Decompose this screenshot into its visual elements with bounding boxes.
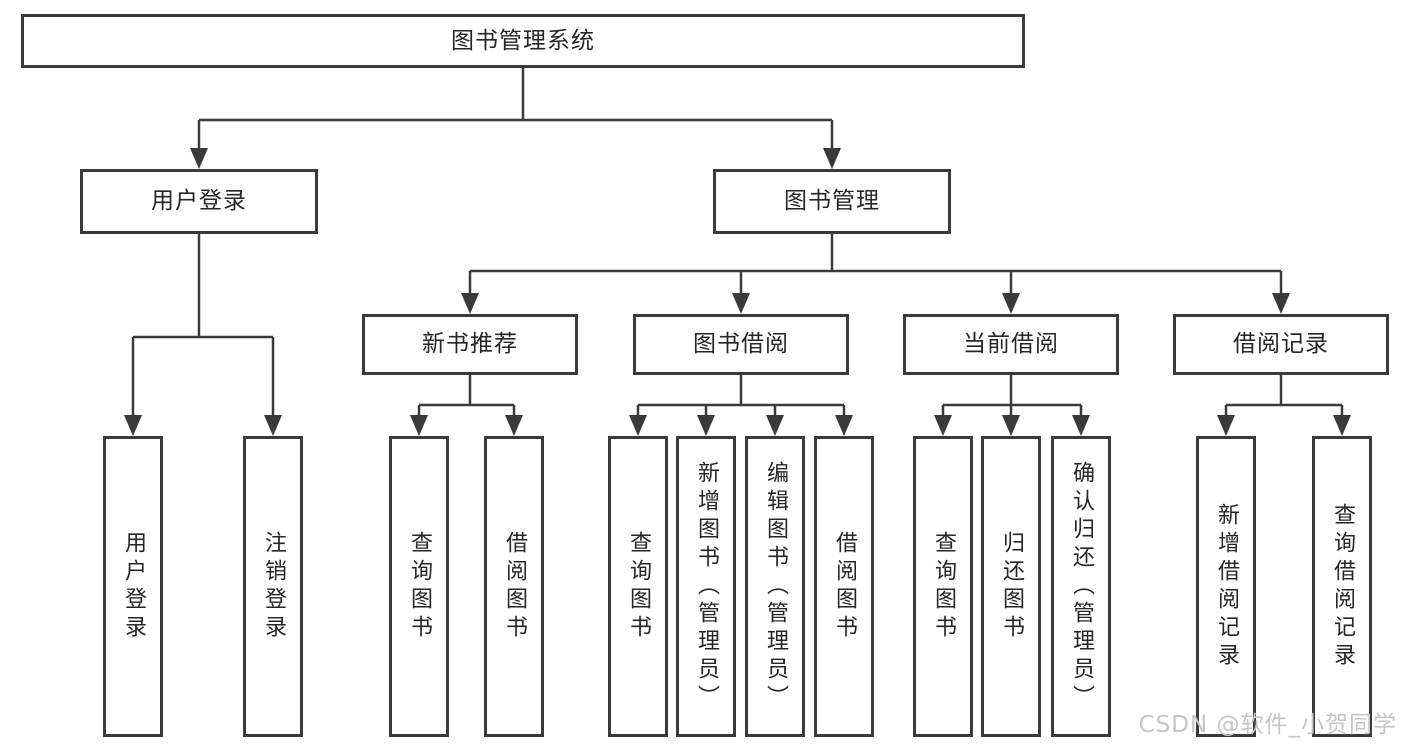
node-new-book-recommend: 新书推荐 (362, 314, 578, 375)
leaf-return-book: 归还图书 (981, 436, 1041, 737)
arrowhead-new-book-recommend (461, 293, 479, 314)
arrowhead-leaf-edit-book (766, 415, 784, 436)
leaf-add-book-admin: 新增图书（管理员） (676, 436, 736, 737)
node-book-borrow: 图书借阅 (633, 314, 849, 375)
leaf-query-books-1-label: 查询图书 (407, 530, 432, 643)
leaf-return-book-label: 归还图书 (999, 530, 1024, 643)
node-root: 图书管理系统 (21, 14, 1025, 68)
arrowhead-book-borrow (732, 293, 750, 314)
leaf-borrow-books-2-label: 借阅图书 (832, 530, 857, 643)
leaf-edit-book-admin: 编辑图书（管理员） (745, 436, 805, 737)
leaf-query-books-3: 查询图书 (913, 436, 973, 737)
leaf-query-books-2-label: 查询图书 (626, 530, 651, 643)
leaf-query-books-3-label: 查询图书 (931, 530, 956, 643)
arrowhead-leaf-add-borrow-record (1217, 415, 1235, 436)
arrowhead-leaf-borrow-books-2 (835, 415, 853, 436)
leaf-borrow-books-2: 借阅图书 (814, 436, 874, 737)
leaf-add-borrow-record-label: 新增借阅记录 (1214, 502, 1239, 671)
leaf-add-borrow-record: 新增借阅记录 (1196, 436, 1256, 737)
leaf-user-login-label: 用户登录 (121, 530, 146, 643)
leaf-logout: 注销登录 (243, 436, 303, 737)
connector-user-login-children (131, 234, 275, 416)
arrowhead-leaf-borrow-books-1 (505, 415, 523, 436)
arrowhead-leaf-user-login (124, 415, 142, 436)
connector-borrow-records-children (1224, 375, 1344, 416)
leaf-edit-book-admin-label: 编辑图书（管理员） (763, 460, 788, 713)
node-user-login: 用户登录 (80, 169, 318, 234)
leaf-query-books-2: 查询图书 (608, 436, 668, 737)
arrowhead-book-management (823, 148, 841, 169)
arrowhead-leaf-query-books-1 (410, 415, 428, 436)
leaf-query-borrow-record-label: 查询借阅记录 (1330, 502, 1355, 671)
leaf-query-books-1: 查询图书 (389, 436, 449, 737)
leaf-borrow-books-1-label: 借阅图书 (502, 530, 527, 643)
connector-new-book-recommend-children (417, 375, 516, 416)
csdn-watermark: CSDN @软件_小贺同学 (1138, 712, 1397, 738)
leaf-confirm-return-admin: 确认归还（管理员） (1051, 436, 1111, 737)
arrowhead-leaf-add-book (697, 415, 715, 436)
arrowhead-leaf-logout (264, 415, 282, 436)
connector-root-to-level2 (197, 68, 834, 149)
leaf-confirm-return-admin-label: 确认归还（管理员） (1069, 460, 1094, 713)
arrowhead-leaf-return-book (1002, 415, 1020, 436)
arrowhead-user-login (190, 148, 208, 169)
arrowhead-leaf-query-books-3 (934, 415, 952, 436)
connector-book-borrow-children (636, 375, 846, 416)
leaf-user-login: 用户登录 (103, 436, 163, 737)
leaf-add-book-admin-label: 新增图书（管理员） (694, 460, 719, 713)
connector-book-management-children (468, 234, 1283, 294)
node-book-management: 图书管理 (713, 169, 951, 234)
leaf-borrow-books-1: 借阅图书 (484, 436, 544, 737)
arrowhead-leaf-query-books-2 (629, 415, 647, 436)
arrowhead-leaf-confirm-return (1072, 415, 1090, 436)
arrowhead-borrow-records (1272, 293, 1290, 314)
connector-current-borrow-children (941, 375, 1083, 416)
arrowhead-leaf-query-borrow-record (1333, 415, 1351, 436)
node-borrow-records: 借阅记录 (1173, 314, 1389, 375)
leaf-logout-label: 注销登录 (261, 530, 286, 643)
leaf-query-borrow-record: 查询借阅记录 (1312, 436, 1372, 737)
node-current-borrow: 当前借阅 (903, 314, 1119, 375)
arrowhead-current-borrow (1002, 293, 1020, 314)
